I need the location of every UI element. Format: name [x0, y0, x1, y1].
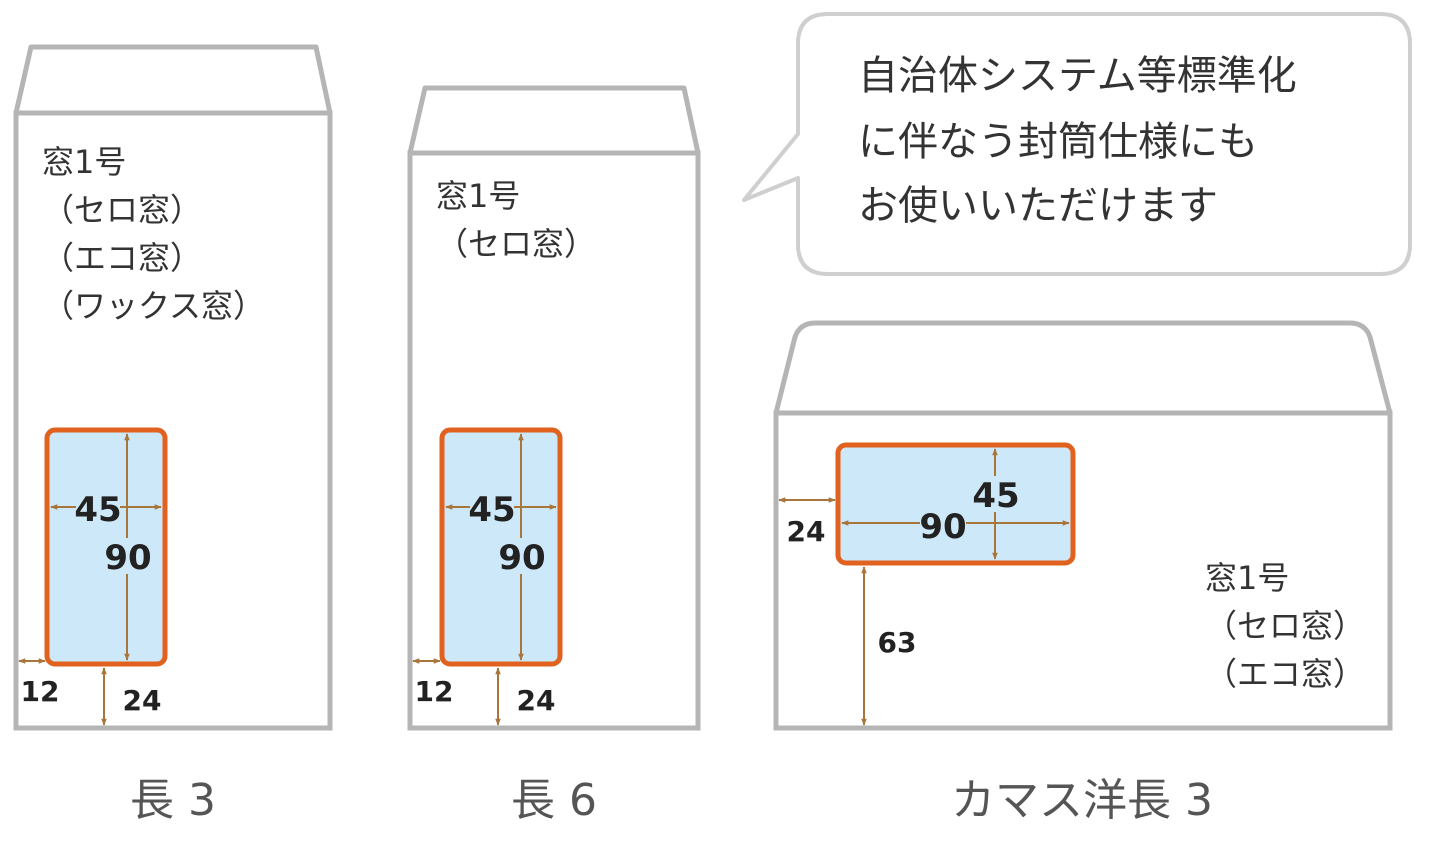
- envelope-naga6: 窓1号 （セロ窓） 45 90 12 24 長 6: [407, 85, 701, 826]
- callout-bubble: 自治体システム等標準化 に伴なう封筒仕様にも お使いいただけます: [742, 12, 1412, 276]
- envelope-flap: [407, 85, 701, 154]
- envelope-caption: 長 6: [511, 775, 597, 826]
- callout-text: 自治体システム等標準化 に伴なう封筒仕様にも お使いいただけます: [858, 53, 1310, 229]
- envelope-caption: カマス洋長 3: [951, 775, 1213, 826]
- width-dim-label: 45: [74, 490, 121, 530]
- width-dim-label: 90: [919, 507, 966, 547]
- bottom-margin-label: 63: [878, 626, 917, 659]
- height-dim-label: 90: [498, 538, 545, 578]
- window-type-label: 窓1号 （セロ窓） （エコ窓）: [1205, 559, 1375, 693]
- address-window: [835, 442, 1076, 566]
- callout-shape: [742, 12, 1412, 276]
- envelope-kamasu-yonaga3: 45 90 24 63 窓1号 （セロ窓） （エコ窓） カマス洋長 3: [773, 320, 1393, 826]
- left-margin-label: 12: [21, 675, 60, 708]
- window-type-label: 窓1号 （セロ窓）: [436, 177, 596, 263]
- envelope-naga3: 窓1号 （セロ窓） （エコ窓） （ワックス窓） 45 90 12 24 長 3: [13, 44, 333, 826]
- bottom-margin-label: 24: [517, 684, 556, 717]
- envelope-caption: 長 3: [130, 775, 216, 826]
- height-dim-label: 90: [104, 538, 151, 578]
- envelope-flap: [13, 44, 333, 114]
- left-margin-label: 24: [787, 515, 826, 548]
- bottom-margin-label: 24: [123, 684, 162, 717]
- left-margin-label: 12: [415, 675, 454, 708]
- window-type-label: 窓1号 （セロ窓） （エコ窓） （ワックス窓）: [42, 143, 265, 325]
- height-dim-label: 45: [972, 476, 1019, 516]
- width-dim-label: 45: [468, 490, 515, 530]
- envelope-flap: [773, 320, 1393, 414]
